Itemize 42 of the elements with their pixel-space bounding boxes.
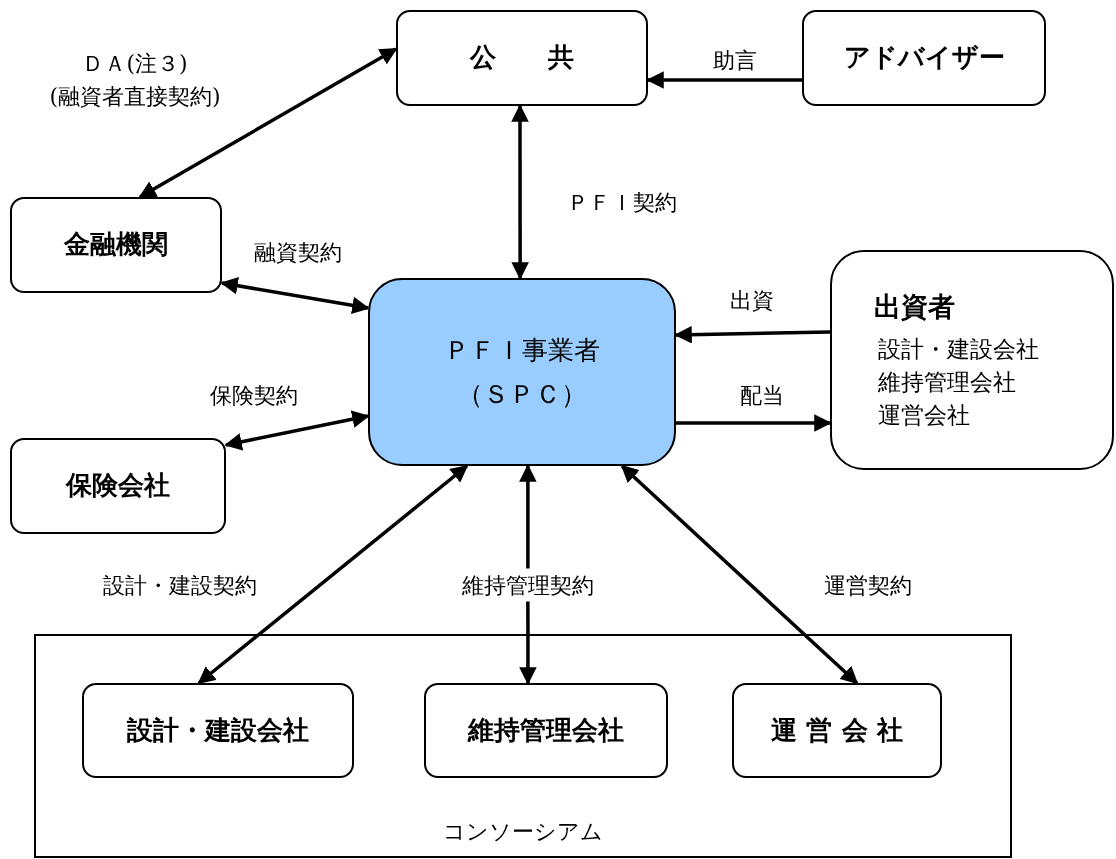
- edge-label: 融資契約: [253, 238, 343, 267]
- rounded-box: [424, 683, 668, 778]
- group-frame: [34, 634, 1012, 858]
- arrow: [676, 414, 832, 432]
- edge-label: ＰＦＩ契約: [566, 188, 678, 217]
- edge-label: 運営契約: [823, 571, 913, 600]
- arrow: [674, 325, 831, 344]
- arrow: [646, 71, 802, 89]
- node-text: コンソーシアム: [443, 818, 603, 847]
- rounded-box: [82, 683, 354, 778]
- arrow: [224, 410, 370, 451]
- arrow: [197, 464, 469, 685]
- edge-label: 配当: [739, 381, 785, 410]
- arrow: [620, 464, 859, 685]
- main-rounded-box: [368, 278, 676, 466]
- edge-label: 設計・建設契約: [102, 571, 258, 600]
- edge-label: 保険契約: [209, 381, 299, 410]
- node-text: （ＳＰＣ）: [457, 378, 587, 411]
- node-text: 設計・建設会社: [127, 713, 309, 747]
- arrow: [220, 277, 370, 315]
- node-text: 維持管理会社: [878, 367, 1016, 397]
- node-text: 保険会社: [66, 469, 170, 503]
- rounded-box: [10, 197, 222, 293]
- edge-label: ＤＡ(注３) (融資者直接契約): [48, 50, 222, 111]
- rounded-box: [396, 10, 648, 106]
- rounded-box: [830, 250, 1114, 470]
- rounded-box: [10, 438, 226, 534]
- edge-label: 出資: [729, 286, 775, 315]
- node-text: 維持管理会社: [468, 713, 624, 747]
- node-text: 金融機関: [64, 228, 168, 262]
- rounded-box: [802, 10, 1046, 106]
- node-text: 運 営 会 社: [771, 713, 903, 747]
- node-text: 設計・建設会社: [878, 334, 1039, 364]
- node-text: 公 共: [470, 41, 574, 75]
- node-text: 運営会社: [878, 401, 970, 431]
- node-text: ＰＦＩ事業者: [444, 333, 600, 367]
- arrow: [138, 47, 398, 199]
- rounded-box: [732, 683, 942, 778]
- arrow: [511, 104, 529, 280]
- edge-label: 助言: [712, 46, 758, 75]
- node-text: アドバイザー: [843, 41, 1005, 75]
- node-heading: 出資者: [874, 290, 955, 325]
